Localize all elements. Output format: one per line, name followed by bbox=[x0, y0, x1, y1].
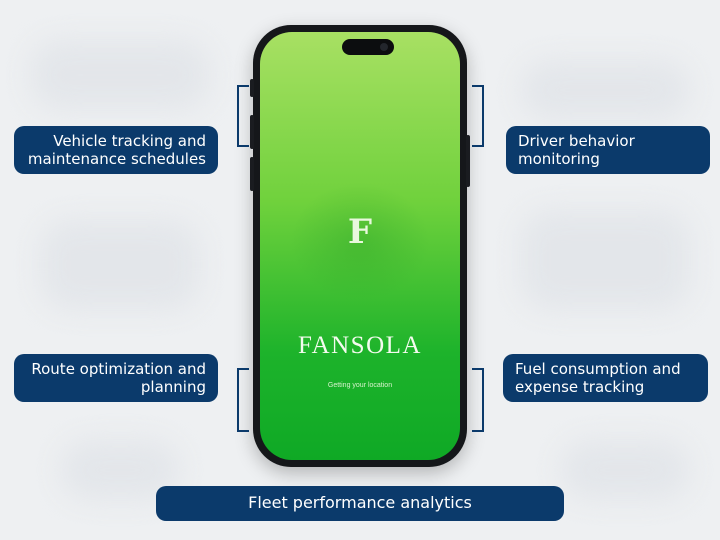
location-status-text: Getting your location bbox=[327, 382, 393, 389]
brand-name: FANSOLA bbox=[298, 332, 422, 359]
feature-vehicle-tracking: Vehicle tracking and maintenance schedul… bbox=[14, 126, 218, 174]
feature-fuel-consumption: Fuel consumption and expense tracking bbox=[503, 354, 708, 402]
background-shape bbox=[40, 220, 200, 310]
phone-mockup: F FANSOLA Getting your location bbox=[250, 25, 470, 467]
connector-bracket-top-right bbox=[472, 85, 484, 147]
background-shape bbox=[520, 210, 690, 310]
feature-route-optimization: Route optimization and planning bbox=[14, 354, 218, 402]
phone-volume-down-button bbox=[250, 157, 254, 191]
app-logo: F bbox=[347, 212, 373, 252]
phone-power-button bbox=[466, 135, 470, 187]
dynamic-island bbox=[342, 39, 394, 55]
connector-bracket-top-left bbox=[237, 85, 249, 147]
background-shape bbox=[520, 60, 690, 120]
feature-driver-behavior: Driver behavior monitoring bbox=[506, 126, 710, 174]
phone-screen: F FANSOLA Getting your location bbox=[260, 32, 460, 460]
phone-volume-up-button bbox=[250, 115, 254, 149]
connector-bracket-mid-left bbox=[237, 368, 249, 432]
feature-fleet-analytics: Fleet performance analytics bbox=[156, 486, 564, 521]
connector-bracket-mid-right bbox=[472, 368, 484, 432]
background-shape bbox=[30, 40, 210, 110]
phone-silent-switch bbox=[250, 79, 254, 97]
front-camera-icon bbox=[380, 43, 388, 51]
background-shape bbox=[560, 440, 690, 500]
